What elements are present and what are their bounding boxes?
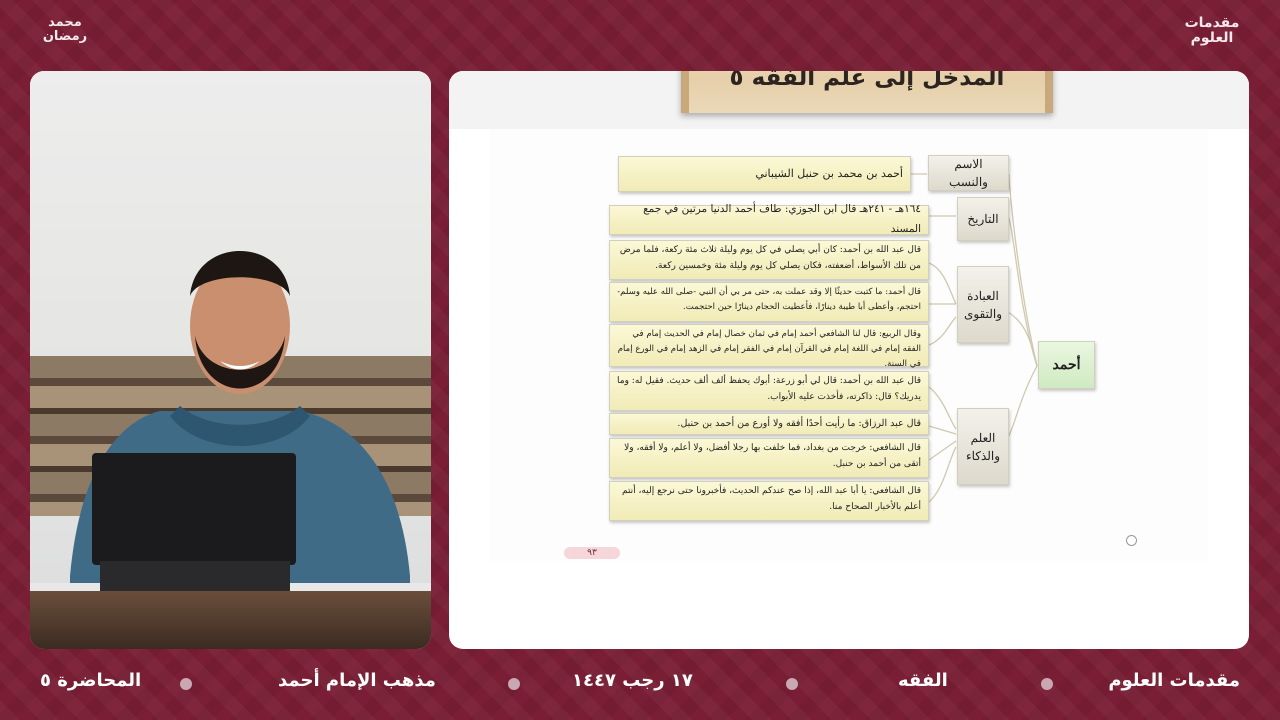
- presenter-camera-feed: [30, 71, 431, 649]
- diagram-category-history: التاريخ: [957, 197, 1009, 241]
- diagram-category-knowledge: العلم والذكاء: [957, 408, 1009, 485]
- page-marker-dot: [1126, 535, 1137, 546]
- laptop: [92, 453, 296, 565]
- diagram-detail-dates: ١٦٤هـ - ٢٤١هـ قال ابن الجوزي: طاف أحمد ا…: [609, 203, 929, 235]
- lecture-slide: المدخل إلى علم الفقه ٥ أحمد الاس: [449, 71, 1249, 649]
- desk: [30, 591, 431, 649]
- diagram-detail-abdulrazzaq: قال عبد الرزاق: ما رأيت أحدًا أفقه ولا أ…: [609, 413, 929, 435]
- separator-dot: [1041, 678, 1053, 690]
- diagram-detail-prayer: قال عبد الله بن أحمد: كان أبي يصلي في كل…: [609, 240, 929, 280]
- lecture-date: ١٧ رجب ١٤٤٧: [572, 670, 693, 691]
- course-name: مقدمات العلوم: [1108, 670, 1240, 691]
- diagram-connectors: [909, 173, 1038, 503]
- slide-title: المدخل إلى علم الفقه ٥: [729, 71, 1005, 91]
- diagram-detail-shafii-hadith: قال الشافعي: يا أبا عبد الله، إذا صح عند…: [609, 481, 929, 521]
- book-page: أحمد الاسم والنسب التاريخ العبادة والتقو…: [489, 129, 1208, 561]
- diagram-detail-lineage: أحمد بن محمد بن حنبل الشيباني: [618, 156, 911, 192]
- laptop-base: [100, 561, 290, 591]
- subject-name: الفقه: [898, 670, 948, 691]
- diagram-detail-memory: قال عبد الله بن أحمد: قال لي أبو زرعة: أ…: [609, 371, 929, 411]
- page-number: ٩٣: [564, 547, 620, 559]
- diagram-detail-shafii-baghdad: قال الشافعي: خرجت من بغداد، فما خلفت بها…: [609, 438, 929, 478]
- diagram-detail-hadith-practice: قال أحمد: ما كتبت حديثًا إلا وقد عملت به…: [609, 282, 929, 322]
- channel-logo: مقدمات العلوم: [1184, 15, 1240, 46]
- presenter-logo: محمد رمضان: [42, 15, 88, 44]
- lecture-number: المحاضرة ٥: [40, 670, 142, 691]
- separator-dot: [508, 678, 520, 690]
- diagram-root-node: أحمد: [1038, 341, 1095, 389]
- slide-title-scroll: المدخل إلى علم الفقه ٥: [681, 71, 1053, 113]
- separator-dot: [180, 678, 192, 690]
- separator-dot: [786, 678, 798, 690]
- lecture-topic: مذهب الإمام أحمد: [278, 670, 436, 691]
- diagram-category-name: الاسم والنسب: [928, 155, 1009, 191]
- diagram-detail-eight-traits: وقال الربيع: قال لنا الشافعي أحمد إمام ف…: [609, 324, 929, 369]
- diagram-category-worship: العبادة والتقوى: [957, 266, 1009, 343]
